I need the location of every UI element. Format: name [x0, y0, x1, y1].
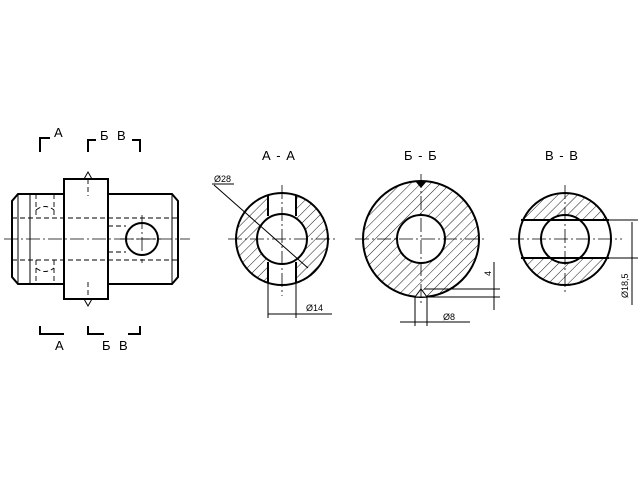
section-b-groove-width: Ø8: [443, 312, 455, 322]
section-mark-v-bottom: В: [119, 338, 128, 353]
section-a-slot-width: Ø14: [306, 303, 323, 313]
section-v-v: В - В Ø18,5: [510, 148, 638, 305]
section-mark-a-bottom: А: [55, 338, 64, 353]
section-marks-top: А Б В: [39, 125, 141, 152]
section-a-outer-diameter: Ø28: [214, 174, 231, 184]
section-mark-v-top: В: [117, 128, 126, 143]
section-mark-b-bottom: Б: [102, 338, 111, 353]
section-mark-a-top: А: [54, 125, 63, 140]
section-b-b-title: Б - Б: [404, 148, 438, 163]
section-a-a: А - А Ø28 Ø14: [212, 148, 338, 318]
section-mark-b-top: Б: [100, 128, 109, 143]
section-v-flat-height: Ø18,5: [620, 273, 630, 298]
section-a-a-title: А - А: [262, 148, 296, 163]
section-b-groove-depth: 4: [483, 271, 493, 276]
section-b-b: Б - Б 4 Ø8: [355, 148, 500, 326]
section-v-v-title: В - В: [545, 148, 579, 163]
section-marks-bottom: А Б В: [39, 326, 141, 353]
shaft-side-view: [4, 170, 190, 308]
